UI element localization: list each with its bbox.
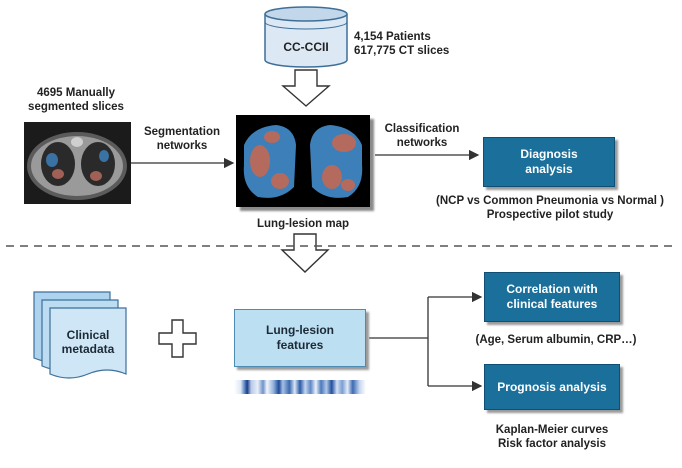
lung-lesion-map-image: [236, 115, 370, 207]
prognosis-analysis-box: Prognosis analysis: [484, 364, 620, 410]
lung-lesion-map-label: Lung-lesion map: [257, 218, 349, 230]
correlation-box: Correlation with clinical features: [484, 272, 620, 322]
branch-connector: [369, 291, 483, 392]
segmentation-label: Segmentation networks: [143, 126, 221, 152]
ct-scan-image: [24, 122, 131, 204]
document-stack-icon: [33, 291, 127, 379]
classification-label: Classification networks: [384, 123, 460, 149]
database-info: 4,154 Patients 617,775 CT slices: [354, 31, 450, 57]
diagnosis-detail: (NCP vs Common Pneumonia vs Normal ) Pro…: [436, 195, 664, 221]
diagnosis-analysis-box: Diagnosis analysis: [483, 137, 615, 187]
prognosis-detail: Kaplan-Meier curves Risk factor analysis: [495, 424, 609, 450]
database-icon: [264, 6, 348, 68]
down-arrow-icon: [280, 233, 330, 273]
plus-icon: [158, 319, 197, 358]
correlation-detail: (Age, Serum albumin, CRP…): [475, 334, 637, 346]
database-label: CC-CCII: [283, 40, 329, 54]
clinical-metadata-label: Clinical metadata: [61, 328, 115, 356]
feature-vector-bar: [234, 380, 366, 394]
lung-lesion-features-box: Lung-lesion features: [234, 309, 366, 367]
down-arrow-icon: [281, 69, 331, 107]
manual-slices-label: 4695 Manually segmented slices: [28, 87, 124, 113]
